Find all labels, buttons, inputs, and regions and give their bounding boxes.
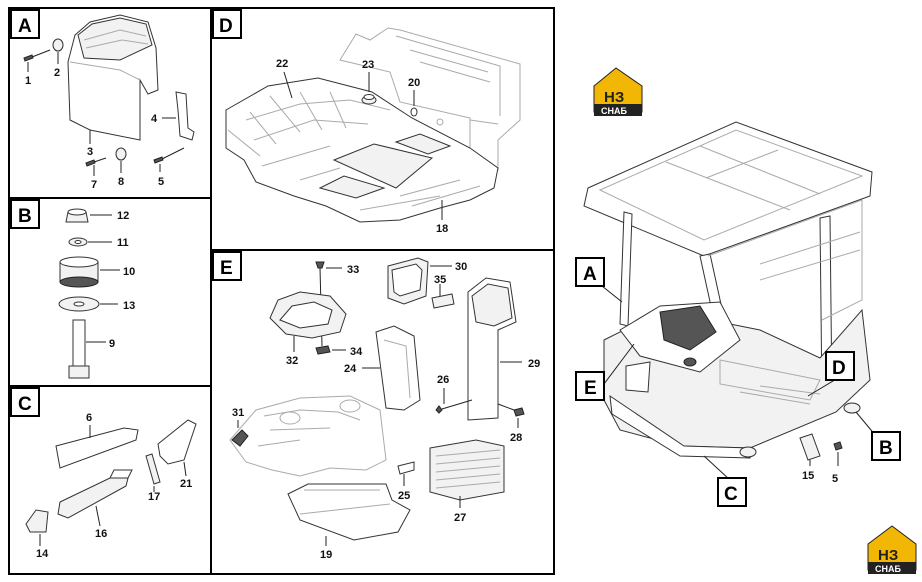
screw-1 xyxy=(23,54,34,62)
ov-part-5 xyxy=(833,441,843,451)
screw-33 xyxy=(315,261,325,269)
bracket-4 xyxy=(175,91,195,141)
overview-tag-a: A xyxy=(575,257,605,287)
bracket-21 xyxy=(157,419,197,465)
svg-text:29: 29 xyxy=(528,358,540,370)
svg-text:16: 16 xyxy=(95,528,107,540)
mat-19 xyxy=(287,483,411,541)
svg-text:35: 35 xyxy=(434,274,446,286)
svg-text:E: E xyxy=(220,258,233,279)
panel-e-drawing: 33 30 35 32 34 24 29 26 28 31 25 27 19 xyxy=(229,257,540,561)
svg-text:5: 5 xyxy=(158,176,164,188)
svg-text:31: 31 xyxy=(232,407,244,419)
svg-text:НЗ: НЗ xyxy=(604,89,624,106)
svg-text:12: 12 xyxy=(117,210,129,222)
svg-text:8: 8 xyxy=(118,176,124,188)
panel-b-tag: B xyxy=(10,199,40,229)
svg-text:6: 6 xyxy=(86,412,92,424)
panel-e-tag: E xyxy=(212,251,242,281)
plate-6 xyxy=(55,427,139,469)
svg-text:21: 21 xyxy=(180,478,192,490)
overview-tag-d: D xyxy=(825,351,855,381)
svg-text:34: 34 xyxy=(350,346,363,358)
pin-25 xyxy=(397,461,415,475)
plug-20 xyxy=(410,107,418,117)
knob-31 xyxy=(231,429,249,447)
panel-b-drawing: 12 11 10 13 9 xyxy=(58,208,135,379)
ov-part-15 xyxy=(799,433,821,461)
svg-text:1: 1 xyxy=(25,75,31,87)
svg-text:7: 7 xyxy=(91,179,97,191)
clip-17 xyxy=(145,453,161,485)
svg-text:27: 27 xyxy=(454,512,466,524)
svg-text:14: 14 xyxy=(36,548,49,560)
bracket-16 xyxy=(57,477,129,519)
svg-text:НЗ: НЗ xyxy=(878,547,898,564)
brand-logo-top: НЗ СНАБ xyxy=(593,67,643,116)
svg-text:C: C xyxy=(18,394,32,415)
svg-text:22: 22 xyxy=(276,58,288,70)
svg-text:18: 18 xyxy=(436,223,448,235)
panel-c-tag: C xyxy=(10,387,40,417)
brand-logo-bottom: НЗ СНАБ xyxy=(867,525,917,574)
vent-27 xyxy=(429,439,505,501)
washer-8 xyxy=(115,147,127,161)
panel-d-drawing: 22 23 20 18 xyxy=(225,27,521,235)
svg-text:25: 25 xyxy=(398,490,410,502)
panel-e-frame xyxy=(210,249,555,575)
svg-text:26: 26 xyxy=(437,374,449,386)
plate-14 xyxy=(25,509,49,533)
svg-text:E: E xyxy=(584,378,597,399)
clip-34 xyxy=(315,345,331,355)
svg-text:5: 5 xyxy=(832,473,838,485)
svg-text:10: 10 xyxy=(123,266,135,278)
cab-roof xyxy=(583,121,873,257)
svg-text:33: 33 xyxy=(347,264,359,276)
svg-text:32: 32 xyxy=(286,355,298,367)
panel-a-drawing: 1 2 3 4 7 8 5 xyxy=(23,14,195,191)
svg-text:A: A xyxy=(583,264,597,285)
panel-c-drawing: 6 14 16 17 21 xyxy=(25,412,197,560)
svg-text:2: 2 xyxy=(54,67,60,79)
svg-text:30: 30 xyxy=(455,261,467,273)
overview-tag-e: E xyxy=(575,371,605,401)
panel-d-tag: D xyxy=(212,9,242,39)
svg-text:23: 23 xyxy=(362,59,374,71)
svg-text:20: 20 xyxy=(408,77,420,89)
panel-a-tag: A xyxy=(10,9,40,39)
svg-text:СНАБ: СНАБ xyxy=(875,564,901,574)
grip-35 xyxy=(431,293,455,309)
svg-text:D: D xyxy=(832,358,846,379)
svg-text:4: 4 xyxy=(151,113,158,125)
svg-text:B: B xyxy=(18,206,32,227)
overview-tag-b: B xyxy=(871,431,901,461)
svg-text:СНАБ: СНАБ xyxy=(601,106,627,116)
svg-text:3: 3 xyxy=(87,146,93,158)
svg-text:9: 9 xyxy=(109,338,115,350)
svg-text:C: C xyxy=(724,484,738,505)
bolt-9 xyxy=(72,319,86,369)
svg-text:11: 11 xyxy=(117,237,129,249)
svg-text:B: B xyxy=(879,438,893,459)
svg-text:17: 17 xyxy=(148,491,160,503)
svg-text:A: A xyxy=(18,16,32,37)
svg-text:D: D xyxy=(219,16,233,37)
washer-2 xyxy=(52,38,64,52)
screw-28 xyxy=(513,407,525,417)
trim-24 xyxy=(375,325,421,411)
svg-text:15: 15 xyxy=(802,470,814,482)
overview-tag-c: C xyxy=(717,477,747,507)
svg-text:28: 28 xyxy=(510,432,522,444)
svg-text:19: 19 xyxy=(320,549,332,561)
svg-text:13: 13 xyxy=(123,300,135,312)
svg-text:24: 24 xyxy=(344,363,357,375)
cab-overview: 15 5 xyxy=(583,121,877,485)
